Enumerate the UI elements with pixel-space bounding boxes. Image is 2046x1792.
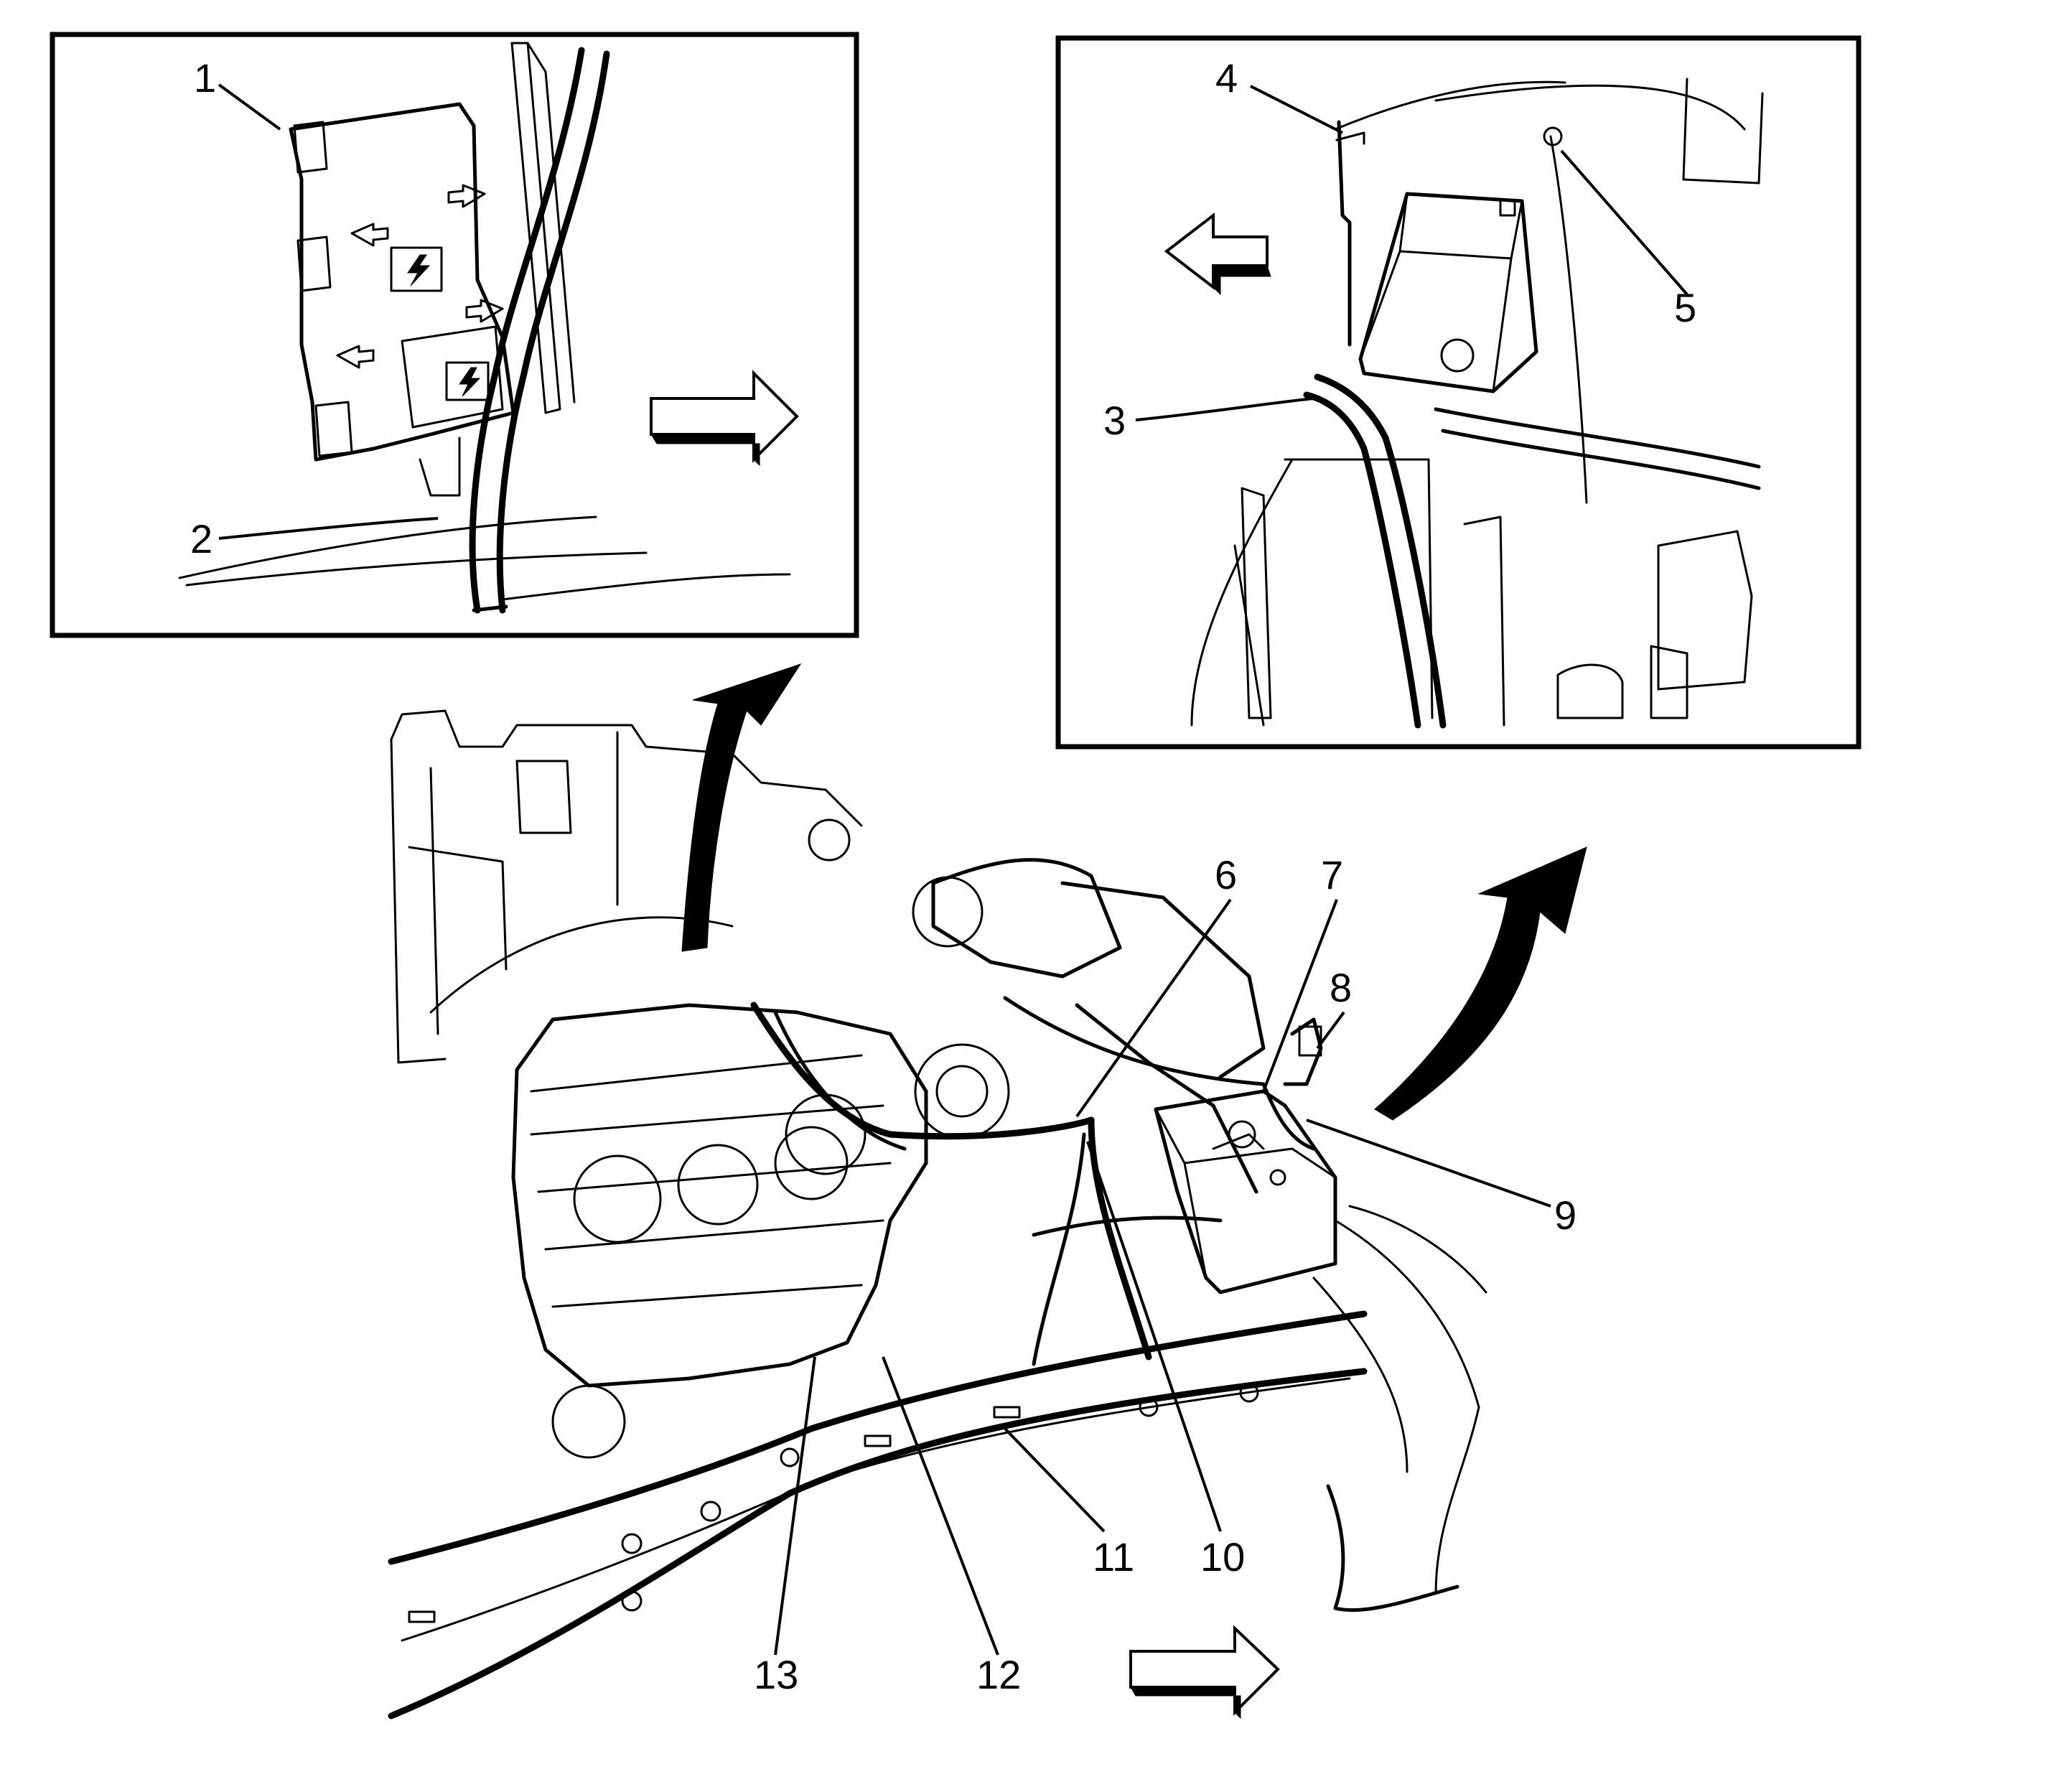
callout-7: 7 bbox=[1321, 852, 1343, 897]
callout-9: 9 bbox=[1554, 1193, 1576, 1238]
fuse-block-housing bbox=[289, 102, 515, 497]
curved-arrow-icon bbox=[1374, 846, 1587, 1121]
callout-8: 8 bbox=[1330, 965, 1352, 1010]
callout-12: 12 bbox=[976, 1652, 1021, 1697]
callout-3: 3 bbox=[1103, 398, 1126, 443]
battery-main bbox=[1154, 1017, 1337, 1294]
battery bbox=[1335, 120, 1538, 393]
main-engine-view bbox=[388, 663, 1587, 1719]
direction-arrow-icon bbox=[1129, 1625, 1280, 1716]
callout-4: 4 bbox=[1215, 55, 1238, 101]
engine bbox=[511, 858, 1266, 1459]
lightning-bolt-icon bbox=[407, 254, 431, 286]
callout-5: 5 bbox=[1674, 285, 1696, 330]
leader-lines bbox=[218, 83, 1688, 1656]
callout-1: 1 bbox=[194, 55, 216, 101]
callout-13: 13 bbox=[754, 1652, 798, 1697]
callout-6: 6 bbox=[1215, 852, 1237, 897]
callout-2: 2 bbox=[190, 516, 212, 561]
callout-10: 10 bbox=[1200, 1534, 1245, 1579]
inset-fuse-block bbox=[50, 32, 859, 638]
inset-battery-area bbox=[1055, 35, 1862, 750]
lightning-bolt-icon bbox=[459, 367, 481, 397]
curved-arrow-icon bbox=[681, 663, 802, 952]
callout-11: 11 bbox=[1093, 1534, 1134, 1579]
